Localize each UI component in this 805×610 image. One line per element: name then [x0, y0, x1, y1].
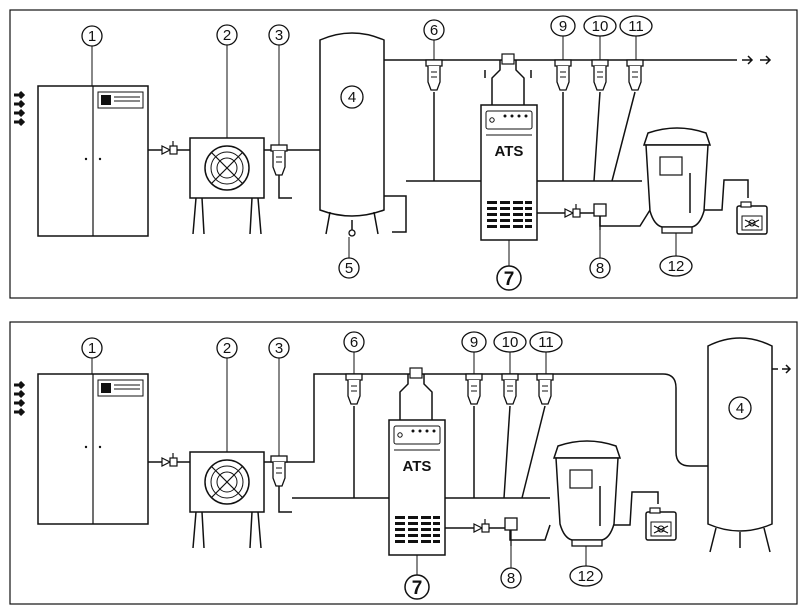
svg-text:12: 12 [668, 258, 685, 275]
oil-water-separator [554, 441, 620, 546]
svg-text:8: 8 [596, 260, 604, 277]
filter-10 [592, 60, 608, 90]
filter-6 [426, 60, 442, 90]
callout-6: 6 [424, 20, 444, 60]
svg-text:9: 9 [470, 334, 478, 351]
callout-4: 4 [341, 86, 363, 108]
drain-valve-8 [505, 518, 517, 546]
valve [565, 204, 580, 217]
callout-9: 9 [462, 332, 486, 374]
svg-text:6: 6 [430, 22, 438, 39]
valve [474, 519, 489, 532]
filter-3 [271, 145, 287, 175]
svg-text:6: 6 [350, 334, 358, 351]
callout-9: 9 [551, 16, 575, 60]
svg-text:8: 8 [507, 570, 515, 587]
callout-6: 6 [344, 332, 364, 374]
diagram-top: ATS 1 2 3 4 [10, 10, 797, 298]
svg-text:10: 10 [592, 18, 609, 35]
callout-2: 2 [217, 25, 237, 138]
air-inlet-arrows [14, 382, 23, 415]
ats-unit [389, 420, 445, 555]
callout-7: 7 [405, 555, 429, 599]
ats-label: ATS [403, 458, 432, 475]
air-receiver-tank [708, 338, 772, 552]
svg-text:3: 3 [275, 27, 283, 44]
callout-12: 12 [570, 546, 602, 586]
callout-4: 4 [729, 397, 751, 419]
callout-10: 10 [584, 16, 616, 60]
svg-text:2: 2 [223, 340, 231, 357]
filter-9 [466, 374, 482, 404]
callout-3: 3 [269, 25, 289, 145]
compressor [38, 374, 148, 524]
air-inlet-arrows [14, 92, 23, 125]
svg-text:10: 10 [502, 334, 519, 351]
filter-11 [627, 60, 643, 90]
filter-10 [502, 374, 518, 404]
callout-1: 1 [82, 338, 102, 374]
filter-6 [346, 374, 362, 404]
svg-text:4: 4 [348, 89, 356, 106]
valve [162, 453, 177, 466]
valve [162, 141, 177, 154]
filter-11 [537, 374, 553, 404]
callout-1: 1 [82, 26, 102, 86]
oil-canister [646, 508, 676, 540]
svg-text:1: 1 [88, 340, 96, 357]
callout-8: 8 [501, 546, 521, 588]
callout-11: 11 [530, 332, 562, 374]
callout-8: 8 [590, 230, 610, 278]
callout-2: 2 [217, 338, 237, 452]
svg-text:11: 11 [628, 18, 644, 35]
air-receiver-tank [320, 33, 384, 236]
refrigerated-dryer [190, 138, 264, 234]
filter-3 [271, 456, 287, 486]
svg-text:1: 1 [88, 28, 96, 45]
callout-11: 11 [620, 16, 652, 60]
svg-text:3: 3 [275, 340, 283, 357]
svg-text:7: 7 [412, 578, 423, 599]
callout-7: 7 [497, 240, 521, 290]
callout-12: 12 [660, 233, 692, 276]
callout-3: 3 [269, 338, 289, 456]
callout-5: 5 [339, 237, 359, 278]
oil-canister [737, 202, 767, 234]
svg-text:11: 11 [538, 334, 554, 351]
compressor [38, 86, 148, 236]
diagram-bottom: ATS 1 2 [10, 322, 797, 604]
refrigerated-dryer [190, 452, 264, 548]
filter-9 [555, 60, 571, 90]
oil-water-separator [644, 128, 710, 233]
ats-label: ATS [495, 143, 524, 160]
svg-text:4: 4 [736, 400, 744, 417]
svg-text:9: 9 [559, 18, 567, 35]
svg-text:7: 7 [504, 269, 515, 290]
ats-unit [481, 105, 537, 240]
svg-text:2: 2 [223, 27, 231, 44]
callout-10: 10 [494, 332, 526, 374]
svg-text:12: 12 [578, 568, 595, 585]
svg-text:5: 5 [345, 260, 353, 277]
